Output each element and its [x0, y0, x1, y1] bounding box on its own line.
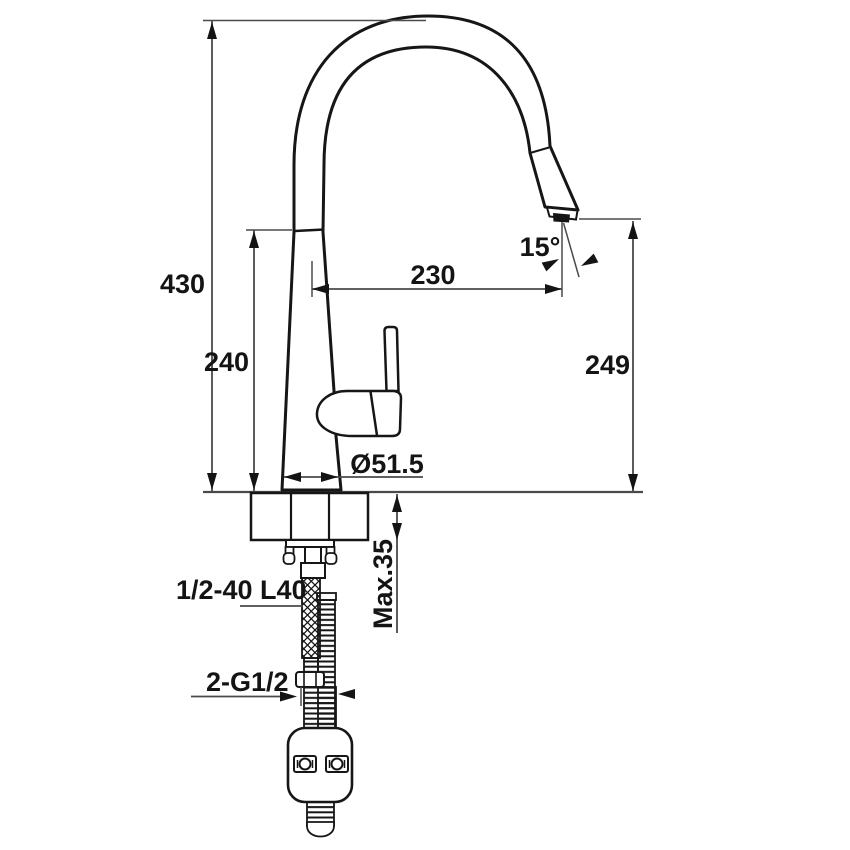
connector-nut — [295, 671, 325, 688]
arrowhead-right — [321, 472, 338, 482]
column-joint-line — [294, 228, 325, 233]
dim-label-diameter: Ø51.5 — [350, 449, 424, 479]
arrowhead-right — [280, 691, 297, 702]
angle-arrow-left — [541, 259, 559, 272]
supply-stem — [304, 546, 322, 564]
dim-outlet-height: 249 — [579, 218, 641, 492]
hose-spec-text: 1/2-40 L40 — [176, 575, 307, 605]
mounting-base-block — [249, 491, 370, 542]
hose-neck — [303, 657, 319, 673]
dim-base-diameter: Ø51.5 — [284, 449, 424, 482]
weight-screw-plate-left — [293, 755, 317, 773]
angle-label-15: 15° — [520, 232, 561, 262]
weight-screw-right — [330, 757, 344, 771]
label-connector-spec: 2-G1/2 — [191, 667, 355, 706]
dim-label-max35: Max.35 — [368, 539, 398, 629]
right-bolt-head — [324, 552, 338, 565]
mounting-plate — [285, 539, 335, 548]
label-hose-spec: 1/2-40 L40 — [176, 575, 307, 607]
dim-joint-height: 240 — [204, 229, 292, 491]
arrowhead-down — [249, 473, 259, 490]
weight-screw-left — [298, 757, 312, 771]
faucet-outline — [280, 14, 580, 492]
dim-label-430: 430 — [160, 269, 205, 299]
threaded-tip-cap — [306, 821, 335, 838]
arrowhead-up — [207, 22, 217, 39]
dim-total-height: 430 — [160, 19, 426, 491]
weight-screw-plate-right — [325, 755, 349, 773]
arrowhead-left — [338, 689, 355, 699]
handle-housing — [315, 389, 403, 438]
arrowhead-down — [207, 473, 217, 490]
angle-spray: 15° — [520, 222, 599, 297]
left-bolt-head — [282, 552, 296, 565]
dim-spout-reach: 230 — [311, 260, 562, 297]
handle-lever — [383, 325, 400, 393]
faucet-body — [280, 14, 580, 492]
arrowhead-left — [284, 472, 301, 482]
arrowhead-up — [249, 231, 259, 248]
spray-head-joint-line — [529, 146, 550, 154]
angle-arrow-right — [581, 253, 599, 266]
hose-weight-assembly — [286, 726, 354, 838]
arrowhead-down — [628, 474, 638, 491]
dim-label-249: 249 — [585, 350, 630, 380]
arrowhead-down — [392, 523, 402, 540]
lower-ribbed-hose — [303, 686, 337, 729]
arrowhead-left — [312, 284, 329, 294]
housing-divider-line — [369, 391, 379, 436]
arrowhead-up — [392, 495, 402, 512]
dim-label-240: 240 — [204, 347, 249, 377]
arrowhead-up — [628, 222, 638, 239]
angle-line — [562, 222, 580, 278]
dim-label-230: 230 — [410, 260, 455, 290]
arrowhead-right — [545, 284, 562, 294]
dim-max-thickness: Max.35 — [368, 494, 402, 633]
connector-spec-text: 2-G1/2 — [206, 667, 289, 697]
mounting-assembly — [249, 491, 370, 579]
spray-nozzle — [553, 213, 570, 223]
